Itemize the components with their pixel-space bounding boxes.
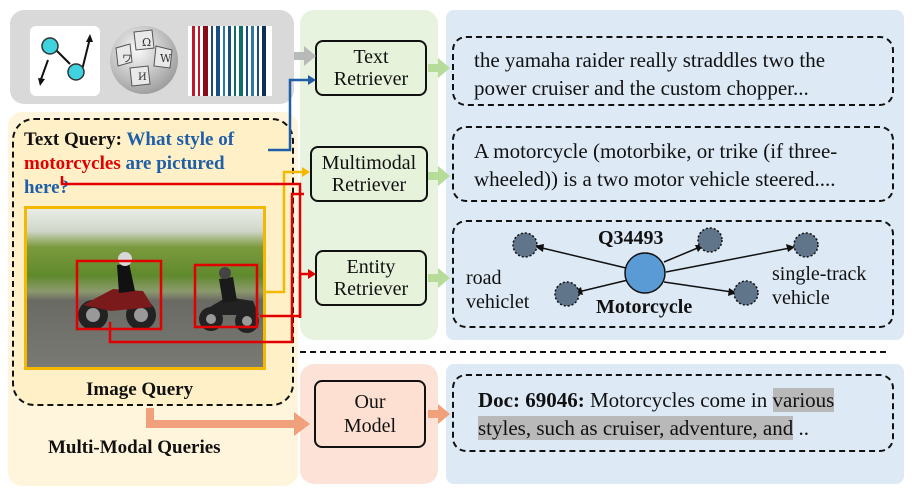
svg-text:ワ: ワ — [122, 54, 132, 65]
image-query-label: Image Query — [86, 379, 194, 400]
doc-highlight-2: styles, such as cruiser, adventure, and — [478, 416, 794, 440]
svg-text:W: W — [160, 52, 172, 65]
multimodal-result-box: A motorcycle (motorbike, or trike (if th… — [452, 126, 894, 202]
text-query-prefix: Text Query: — [24, 129, 122, 150]
entity-node-4 — [793, 232, 819, 258]
text-result: the yamaha raider really straddles two t… — [474, 48, 826, 100]
svg-text:И: И — [138, 72, 147, 83]
doc-tail: .. — [793, 416, 809, 440]
text-result-box: the yamaha raider really straddles two t… — [452, 36, 894, 106]
entity-right-label-2: vehicle — [772, 287, 830, 309]
entity-right-label-1: single-track — [772, 263, 867, 285]
entity-retriever-label-2: Retriever — [333, 278, 409, 300]
entity-node-3 — [697, 227, 723, 253]
text-query-part2: are pictured — [125, 153, 225, 174]
entity-center-label: Motorcycle — [596, 296, 693, 318]
entity-retriever-label-1: Entity — [346, 256, 396, 278]
motorcycle-node — [624, 252, 666, 294]
entity-node-1 — [512, 232, 538, 258]
doc-id: Doc: 69046: — [478, 388, 585, 412]
barcode-icon — [188, 26, 272, 96]
entity-id: Q34493 — [598, 227, 664, 249]
entity-node-5 — [733, 280, 759, 306]
svg-text:Ω: Ω — [142, 36, 151, 49]
text-query: Text Query: What style of motorcycles ar… — [24, 128, 286, 200]
wikipedia-globe-icon: Ω W ワ И — [108, 22, 180, 98]
doc-line1: Motorcycles come in — [589, 388, 768, 412]
multi-modal-queries-label: Multi-Modal Queries — [48, 437, 221, 458]
model-label-2: Model — [343, 415, 397, 437]
multimodal-retriever-label-2: Retriever — [331, 174, 407, 196]
multimodal-result: A motorcycle (motorbike, or trike (if th… — [474, 139, 838, 191]
text-retriever-label-2: Retriever — [333, 68, 409, 90]
knowledge-graph-icon — [30, 26, 100, 96]
multimodal-retriever-label-1: Multimodal — [321, 152, 417, 174]
text-query-part3: here? — [24, 177, 70, 198]
entity-left-label-2: vehiclet — [466, 291, 530, 313]
text-query-part1: What style of — [126, 129, 235, 150]
entity-right-label: single-track vehicle — [772, 262, 866, 310]
doc-highlight-1: various — [772, 388, 835, 412]
entity-left-label: road vehiclet — [466, 266, 529, 314]
entity-left-label-1: road — [466, 267, 502, 289]
text-retriever-label-1: Text — [353, 46, 389, 68]
section-divider — [300, 351, 886, 353]
doc-text: Doc: 69046: Motorcycles come in various … — [478, 386, 868, 442]
doc-result-box: Doc: 69046: Motorcycles come in various … — [452, 374, 894, 452]
entity-node-2 — [554, 281, 580, 307]
model-label-1: Our — [354, 391, 386, 413]
text-query-keyword: motorcycles — [24, 153, 121, 174]
